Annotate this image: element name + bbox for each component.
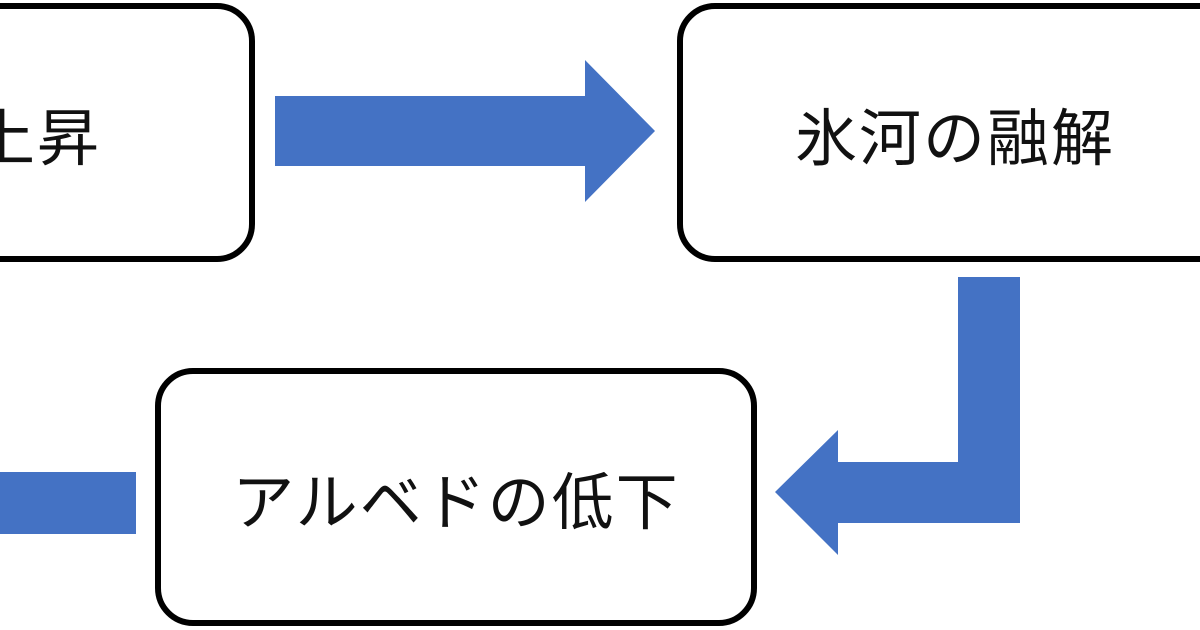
- node-label: 氷河の融解: [795, 101, 1116, 175]
- node-temperature-rise: 上昇: [0, 3, 255, 262]
- node-glacier-melting: 氷河の融解: [677, 3, 1200, 262]
- node-label: 上昇: [0, 101, 101, 175]
- arrow-albedo-outgoing: [0, 472, 136, 534]
- node-albedo-decrease: アルベドの低下: [155, 368, 757, 626]
- arrow-temp-to-glacier: [275, 60, 655, 202]
- node-label: アルベドの低下: [232, 466, 680, 539]
- arrow-glacier-to-albedo: [775, 277, 1020, 555]
